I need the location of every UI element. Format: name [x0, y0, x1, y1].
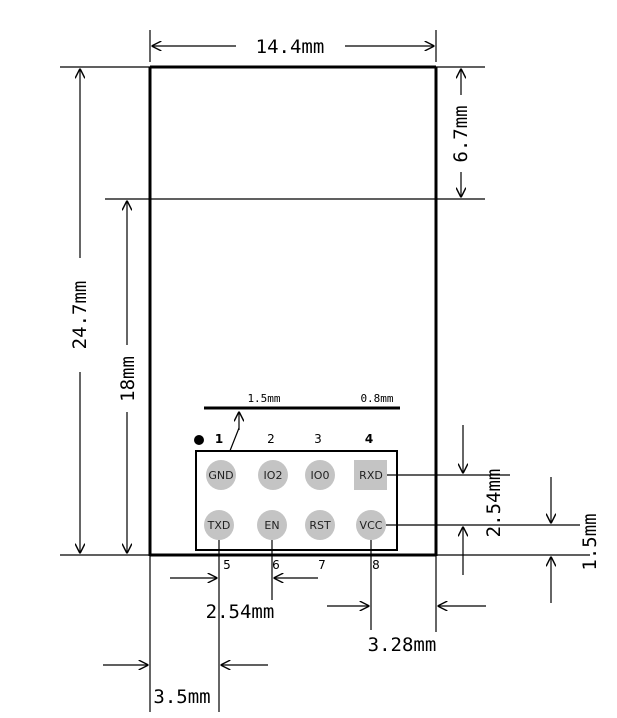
pad-io0 [305, 460, 335, 490]
body-height-dimension: 18mm [105, 198, 150, 553]
total-height-dimension: 24.7mm [60, 66, 150, 556]
pad-gap-label: 0.8mm [360, 392, 393, 405]
pad-io2 [258, 460, 288, 490]
pin1-marker-dot [194, 435, 204, 445]
edge-offset-label: 1.5mm [579, 513, 601, 570]
pin-number: 3 [314, 432, 322, 446]
horizontal-pitch-label: 2.54mm [206, 601, 275, 623]
pin-label: IO2 [264, 469, 283, 482]
pad-width-label: 1.5mm [247, 392, 280, 405]
pin-labels: GND IO2 IO0 RXD TXD EN RST VCC [207, 469, 383, 532]
pad-en [257, 510, 287, 540]
pad-rxd [354, 460, 387, 490]
pin-pads [204, 460, 387, 540]
vertical-pitch-label: 2.54mm [483, 469, 505, 538]
right-offset-label: 3.28mm [368, 634, 437, 656]
pin-label: VCC [360, 519, 383, 532]
antenna-height-dimension: 6.7mm [436, 66, 485, 200]
top-width-label: 14.4mm [256, 36, 325, 58]
pin-label: RXD [359, 469, 383, 482]
pin-number: 6 [272, 558, 280, 572]
top-width-dimension: 14.4mm [149, 30, 437, 62]
antenna-height-label: 6.7mm [450, 105, 472, 162]
pin-label: GND [208, 469, 233, 482]
pin-number: 1 [215, 432, 223, 446]
left-offset-label: 3.5mm [153, 686, 210, 708]
pin-label: TXD [207, 519, 231, 532]
pin-number: 7 [318, 558, 326, 572]
total-height-label: 24.7mm [69, 281, 91, 350]
pin-number: 8 [372, 558, 380, 572]
pad-rst [305, 510, 335, 540]
pad-txd [204, 510, 234, 540]
pin-label: IO0 [311, 469, 330, 482]
pin-label: RST [309, 519, 331, 532]
body-height-label: 18mm [117, 356, 139, 402]
pin-numbers: 1 2 3 4 5 6 7 8 [215, 432, 380, 572]
right-offset-dimension: 3.28mm [327, 540, 486, 656]
pin-number: 5 [223, 558, 231, 572]
left-offset-dimension: 3.5mm [103, 556, 268, 712]
horizontal-pitch-dimension: 2.54mm [170, 540, 318, 712]
pin-label: EN [264, 519, 279, 532]
pin-number: 4 [365, 432, 373, 446]
module-outline [148, 65, 438, 557]
vertical-pitch-dimension: 2.54mm 1.5mm [386, 425, 601, 603]
pin-number: 2 [267, 432, 275, 446]
pad-vcc [356, 510, 386, 540]
pad-gnd [206, 460, 236, 490]
